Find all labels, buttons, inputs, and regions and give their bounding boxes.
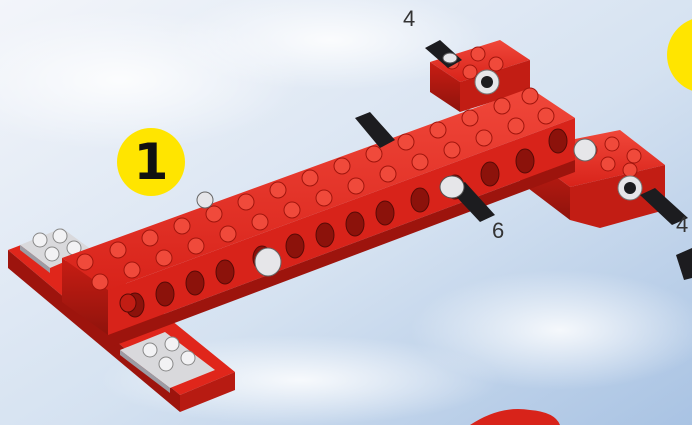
bush <box>574 139 596 161</box>
pin-count-callout: 4 <box>403 6 415 32</box>
bush <box>255 248 281 276</box>
bush <box>197 192 213 208</box>
step-number-badge: 1 <box>117 128 185 196</box>
pin-count-callout: 6 <box>492 218 504 244</box>
pin-count-callout: 4 <box>676 212 688 238</box>
step-number: 1 <box>134 133 169 191</box>
